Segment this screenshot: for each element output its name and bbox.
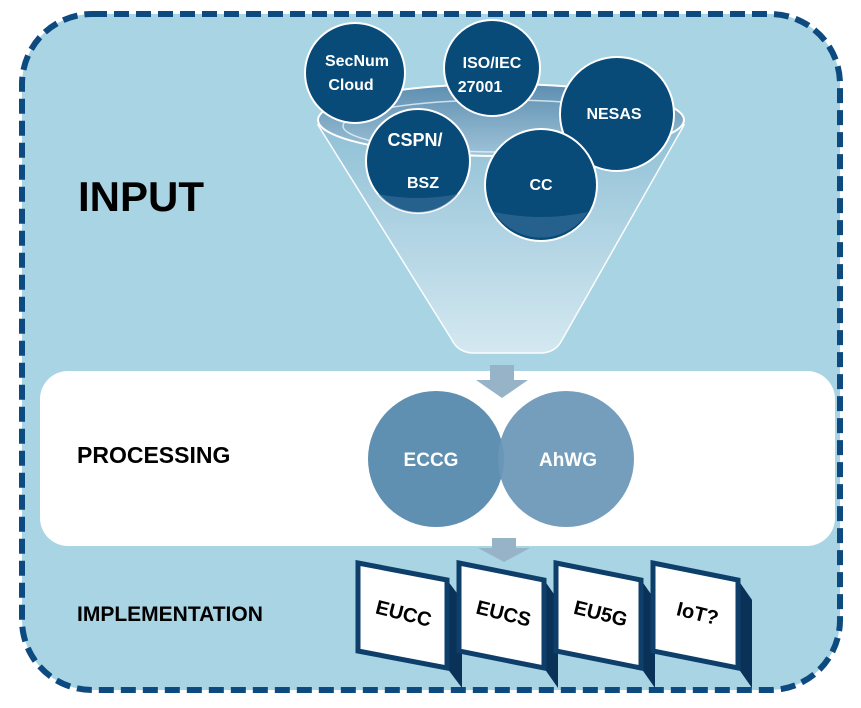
cc-label: CC <box>529 177 553 194</box>
iso-iec-27001-circle: ISO/IEC 27001 <box>443 19 541 117</box>
iso-label-2: 27001 <box>458 79 503 96</box>
ahwg-circle: AhWG <box>498 391 634 527</box>
nesas-label: NESAS <box>586 106 641 123</box>
secnum-label-2: Cloud <box>328 77 373 94</box>
secnum-label-1: SecNum <box>325 53 389 70</box>
iso-label-1: ISO/IEC <box>463 55 522 72</box>
cspn-label-1: CSPN/ <box>387 130 442 150</box>
ahwg-label: AhWG <box>539 450 597 471</box>
scheme-sign-eucs: EUCS <box>456 559 558 688</box>
nesas-circle: NESAS <box>559 56 675 172</box>
eccg-circle: ECCG <box>368 391 504 527</box>
input-label: INPUT <box>78 173 204 220</box>
processing-label: PROCESSING <box>77 442 230 468</box>
cspn-label-2: BSZ <box>407 175 439 192</box>
scheme-sign-iot: IoT? <box>650 559 752 688</box>
cc-circle: CC <box>484 128 598 242</box>
implementation-label: IMPLEMENTATION <box>77 603 263 626</box>
down-arrow-icon <box>476 365 528 398</box>
cspn-bsz-circle: CSPN/ BSZ <box>365 108 471 214</box>
down-arrow-icon-2 <box>478 538 530 562</box>
secnum-cloud-circle: SecNum Cloud <box>304 22 406 124</box>
eccg-label: ECCG <box>404 450 459 471</box>
